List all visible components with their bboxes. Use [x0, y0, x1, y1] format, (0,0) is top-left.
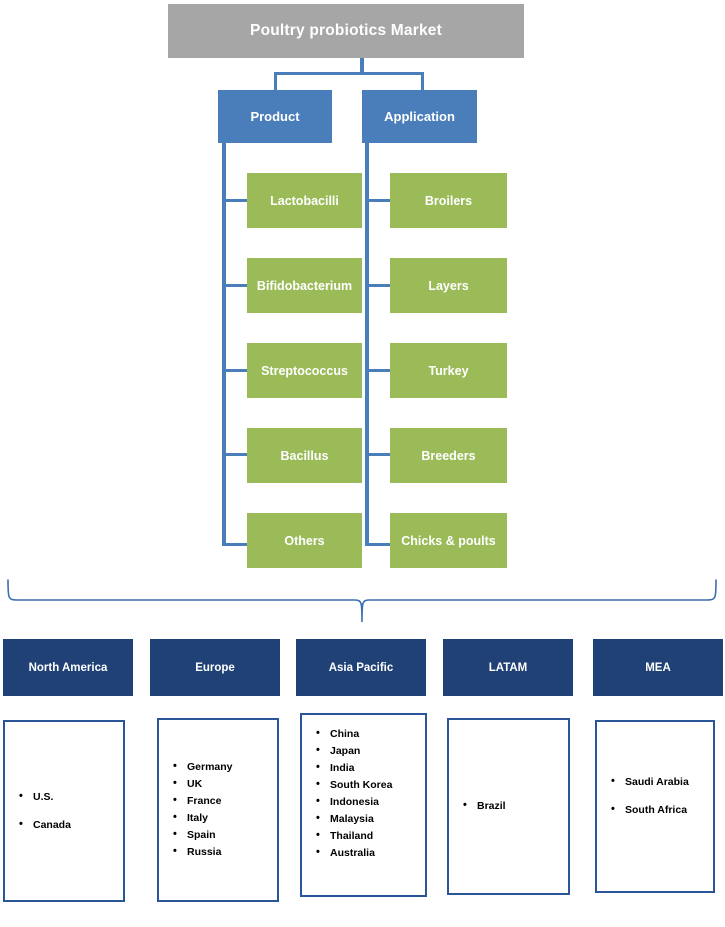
region-label: Europe — [195, 661, 235, 674]
leaf-application-1[interactable]: Broilers — [390, 173, 507, 228]
leaf-label: Layers — [428, 278, 469, 293]
country-list: U.S. Canada — [5, 791, 123, 831]
country-list: Germany UK France Italy Spain Russia — [159, 761, 277, 858]
country-list: China Japan India South Korea Indonesia … — [302, 728, 425, 859]
region-countries-north-america: U.S. Canada — [3, 720, 125, 902]
leaf-label: Broilers — [424, 193, 473, 208]
leaf-label: Streptococcus — [261, 363, 348, 378]
stub-product-1 — [226, 199, 247, 202]
leaf-label: Bifidobacterium — [256, 278, 353, 293]
list-item: Canada — [19, 819, 123, 831]
stub-product-5 — [226, 543, 247, 546]
list-item: Spain — [173, 829, 277, 841]
list-item: China — [316, 728, 425, 740]
region-countries-latam: Brazil — [447, 718, 570, 895]
spine-product — [222, 143, 226, 546]
country-list: Brazil — [449, 800, 568, 812]
region-countries-mea: Saudi Arabia South Africa — [595, 720, 715, 893]
region-label: LATAM — [488, 661, 528, 674]
list-item: Australia — [316, 847, 425, 859]
connector-title-horizontal — [274, 72, 424, 75]
list-item: Thailand — [316, 830, 425, 842]
list-item: UK — [173, 778, 277, 790]
region-label: North America — [28, 661, 108, 674]
stub-application-4 — [369, 453, 390, 456]
leaf-application-4[interactable]: Breeders — [390, 428, 507, 483]
region-header-asia-pacific[interactable]: Asia Pacific — [296, 639, 426, 696]
segment-label-product: Product — [250, 109, 300, 124]
stub-product-4 — [226, 453, 247, 456]
stub-product-2 — [226, 284, 247, 287]
leaf-application-3[interactable]: Turkey — [390, 343, 507, 398]
leaf-product-3[interactable]: Streptococcus — [247, 343, 362, 398]
leaf-product-1[interactable]: Lactobacilli — [247, 173, 362, 228]
spine-application — [365, 143, 369, 546]
stub-product-3 — [226, 369, 247, 372]
region-header-europe[interactable]: Europe — [150, 639, 280, 696]
leaf-label: Breeders — [421, 448, 476, 463]
connector-to-product — [274, 72, 277, 92]
list-item: Saudi Arabia — [611, 776, 713, 788]
list-item: India — [316, 762, 425, 774]
leaf-label: Chicks & poults — [401, 533, 496, 548]
leaf-product-4[interactable]: Bacillus — [247, 428, 362, 483]
connector-to-application — [421, 72, 424, 92]
list-item: Malaysia — [316, 813, 425, 825]
leaf-application-2[interactable]: Layers — [390, 258, 507, 313]
list-item: Japan — [316, 745, 425, 757]
leaf-label: Lactobacilli — [270, 193, 339, 208]
region-countries-europe: Germany UK France Italy Spain Russia — [157, 718, 279, 902]
region-header-north-america[interactable]: North America — [3, 639, 133, 696]
leaf-product-2[interactable]: Bifidobacterium — [247, 258, 362, 313]
stub-application-3 — [369, 369, 390, 372]
list-item: Brazil — [463, 800, 568, 812]
region-header-latam[interactable]: LATAM — [443, 639, 573, 696]
page-title: Poultry probiotics Market — [250, 22, 442, 39]
region-label: Asia Pacific — [328, 661, 394, 674]
segment-box-application[interactable]: Application — [362, 90, 477, 143]
list-item: France — [173, 795, 277, 807]
market-title-box: Poultry probiotics Market — [168, 4, 524, 58]
list-item: Germany — [173, 761, 277, 773]
stub-application-2 — [369, 284, 390, 287]
list-item: U.S. — [19, 791, 123, 803]
leaf-label: Turkey — [428, 363, 469, 378]
region-label: MEA — [645, 661, 671, 674]
regions-bracket — [7, 579, 717, 623]
stub-application-1 — [369, 199, 390, 202]
region-countries-asia-pacific: China Japan India South Korea Indonesia … — [300, 713, 427, 897]
list-item: Italy — [173, 812, 277, 824]
segment-box-product[interactable]: Product — [218, 90, 332, 143]
connector-title-stem — [360, 58, 364, 74]
region-header-mea[interactable]: MEA — [593, 639, 723, 696]
list-item: South Korea — [316, 779, 425, 791]
leaf-label: Bacillus — [280, 448, 329, 463]
leaf-label: Others — [284, 533, 325, 548]
country-list: Saudi Arabia South Africa — [597, 776, 713, 816]
list-item: South Africa — [611, 804, 713, 816]
list-item: Indonesia — [316, 796, 425, 808]
stub-application-5 — [369, 543, 390, 546]
leaf-product-5[interactable]: Others — [247, 513, 362, 568]
leaf-application-5[interactable]: Chicks & poults — [390, 513, 507, 568]
list-item: Russia — [173, 846, 277, 858]
segment-label-application: Application — [384, 109, 455, 124]
